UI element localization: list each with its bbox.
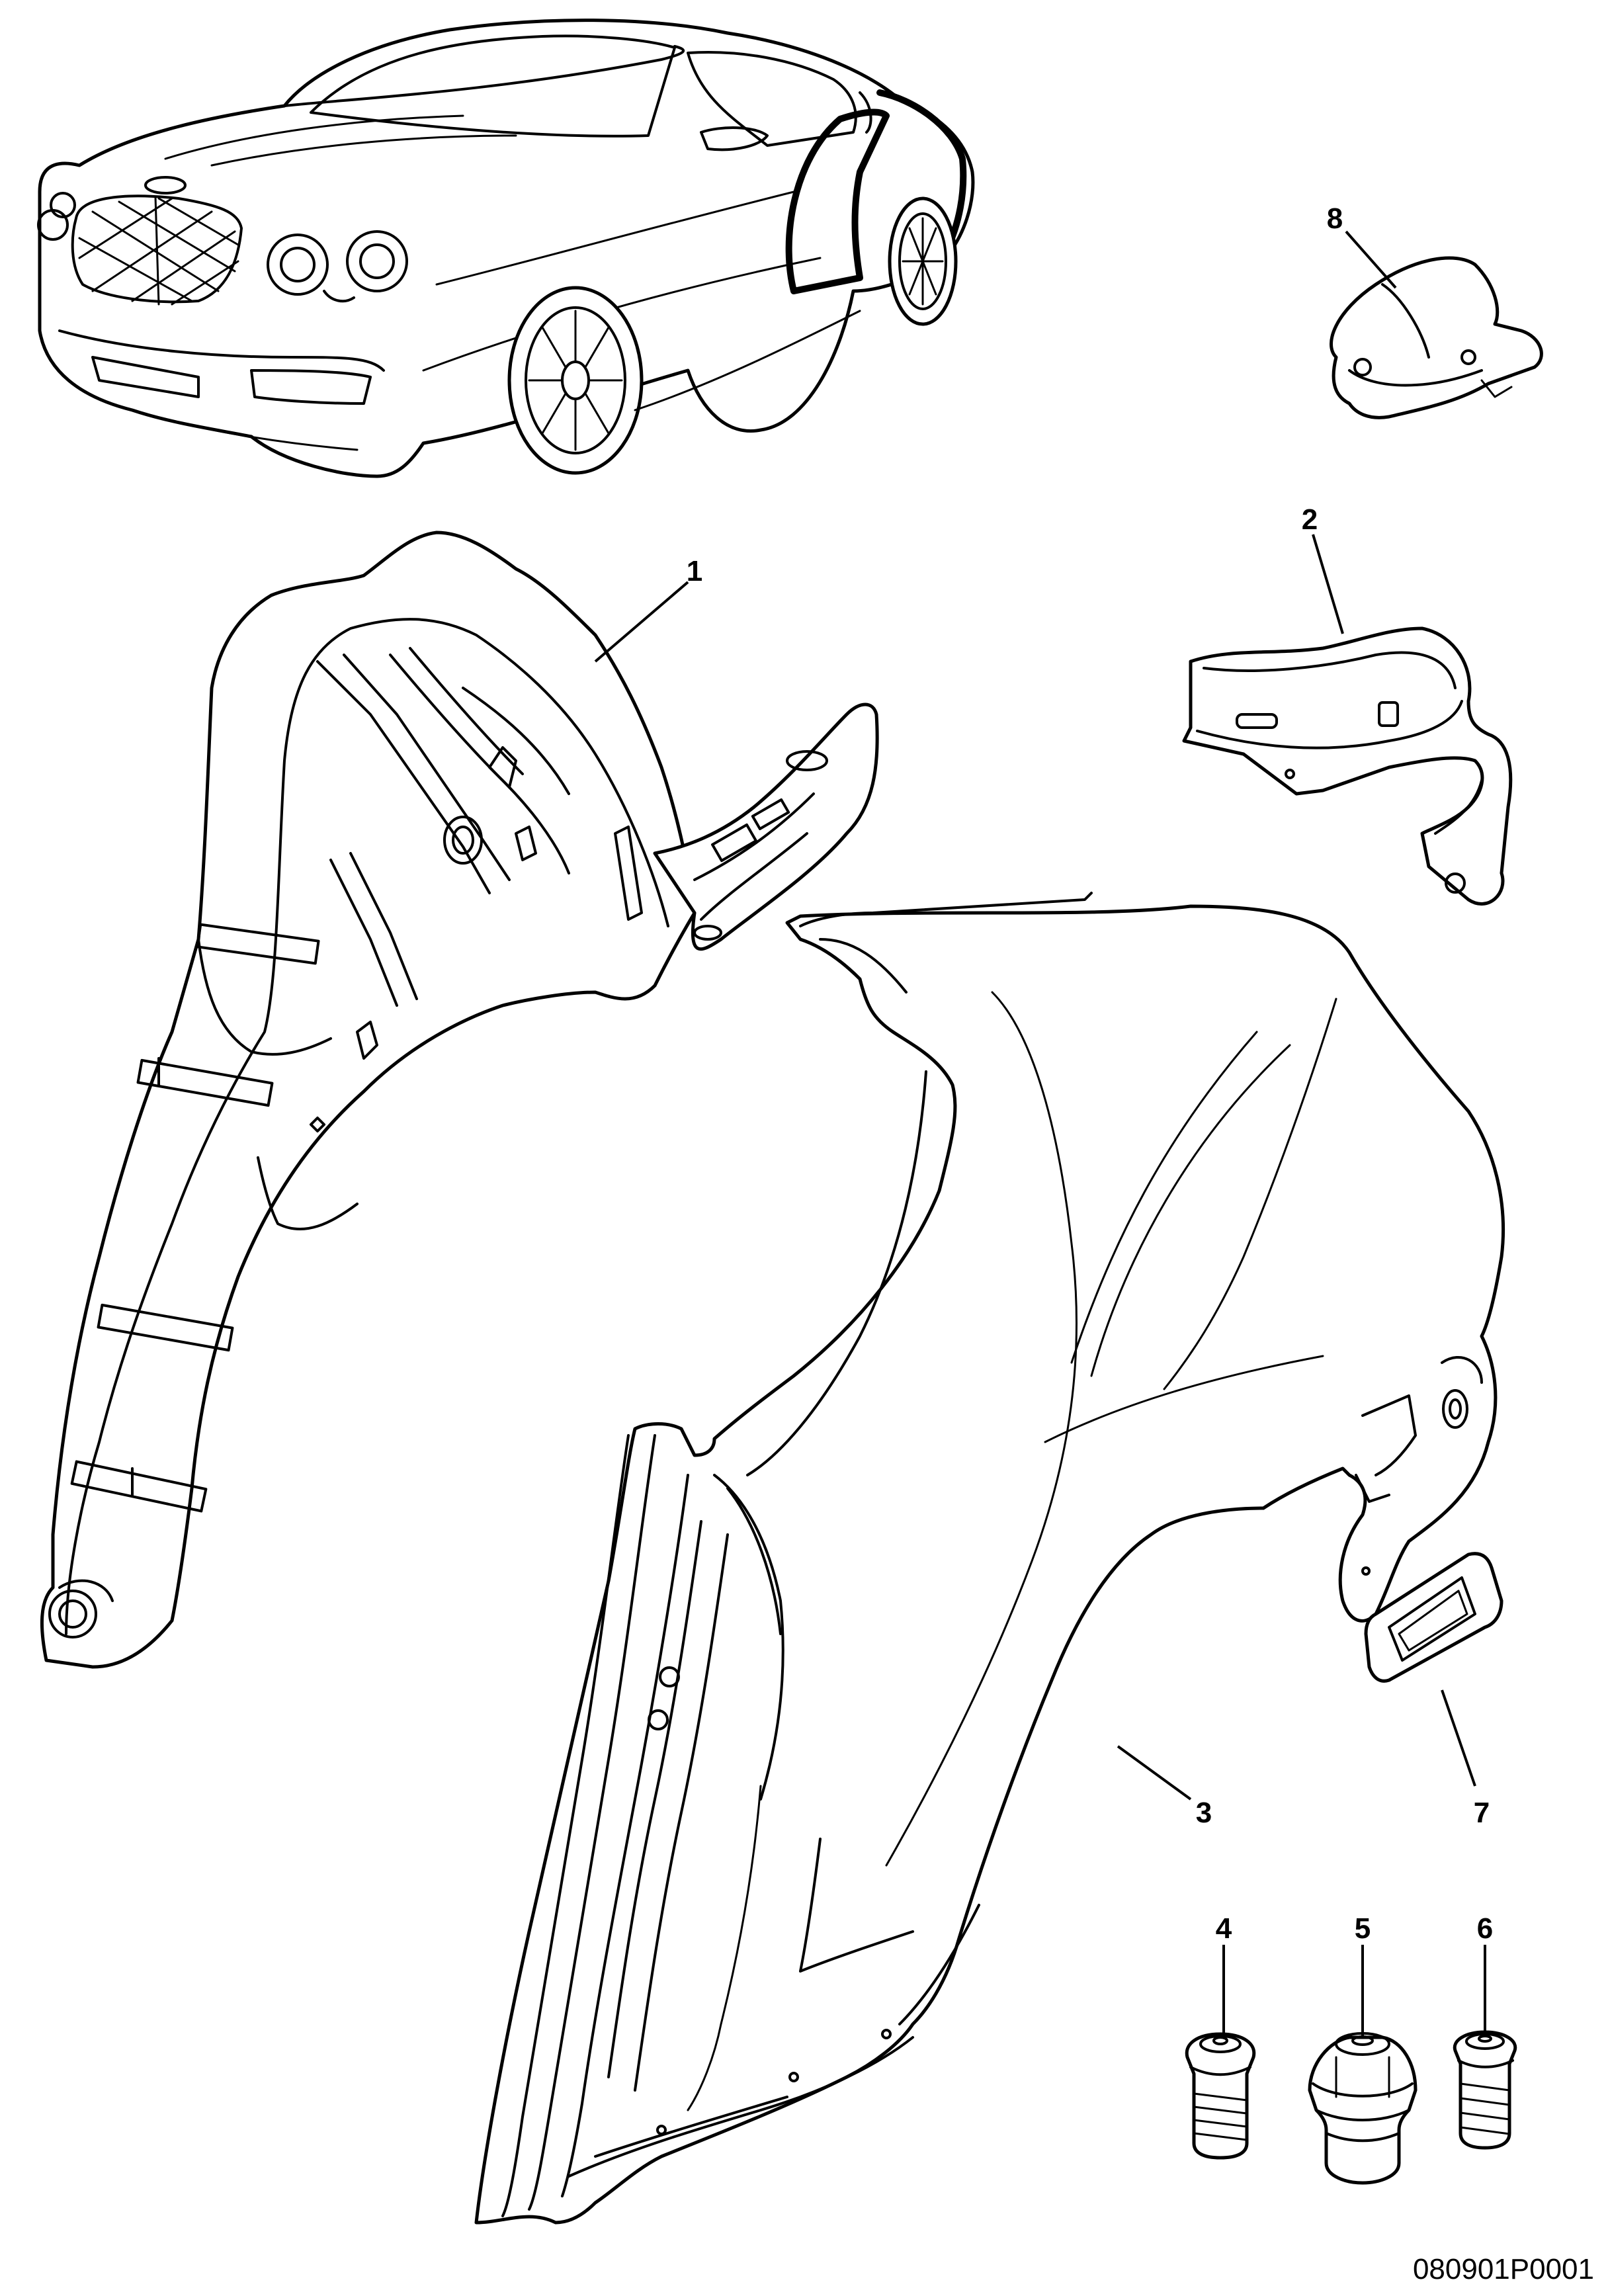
reference-code: 080901P0001 [1413,2253,1594,2285]
leader-2 [1312,534,1344,634]
callout-2: 2 [1302,503,1318,536]
part-5-grommet [1308,2032,1418,2185]
part-7-plate [1364,1552,1503,1683]
part-4-plug [1185,2032,1256,2160]
front-wheel [507,286,644,475]
callout-8: 8 [1327,202,1343,235]
callout-4: 4 [1216,1912,1232,1945]
callout-1: 1 [687,555,702,587]
callout-5: 5 [1355,1912,1371,1945]
callout-7: 7 [1474,1797,1490,1829]
part-1-wheel-arch-liner [40,531,879,1669]
part-8-cap [1330,256,1543,419]
part-3-quarter-panel [474,892,1505,2225]
callout-6: 6 [1477,1912,1493,1945]
rear-wheel [888,196,958,326]
leader-3 [1117,1745,1192,1801]
leader-7 [1441,1689,1476,1787]
leader-8 [1345,230,1397,289]
part-6-plug [1453,2030,1517,2150]
callout-labels: 1 2 3 4 5 6 7 8 [687,202,1493,1945]
leader-lines [594,230,1486,2037]
car-overview-illustration [37,19,975,478]
callout-3: 3 [1196,1797,1212,1829]
leader-1 [594,581,689,663]
part-2-bracket [1182,626,1513,906]
grille-mesh [78,196,239,306]
